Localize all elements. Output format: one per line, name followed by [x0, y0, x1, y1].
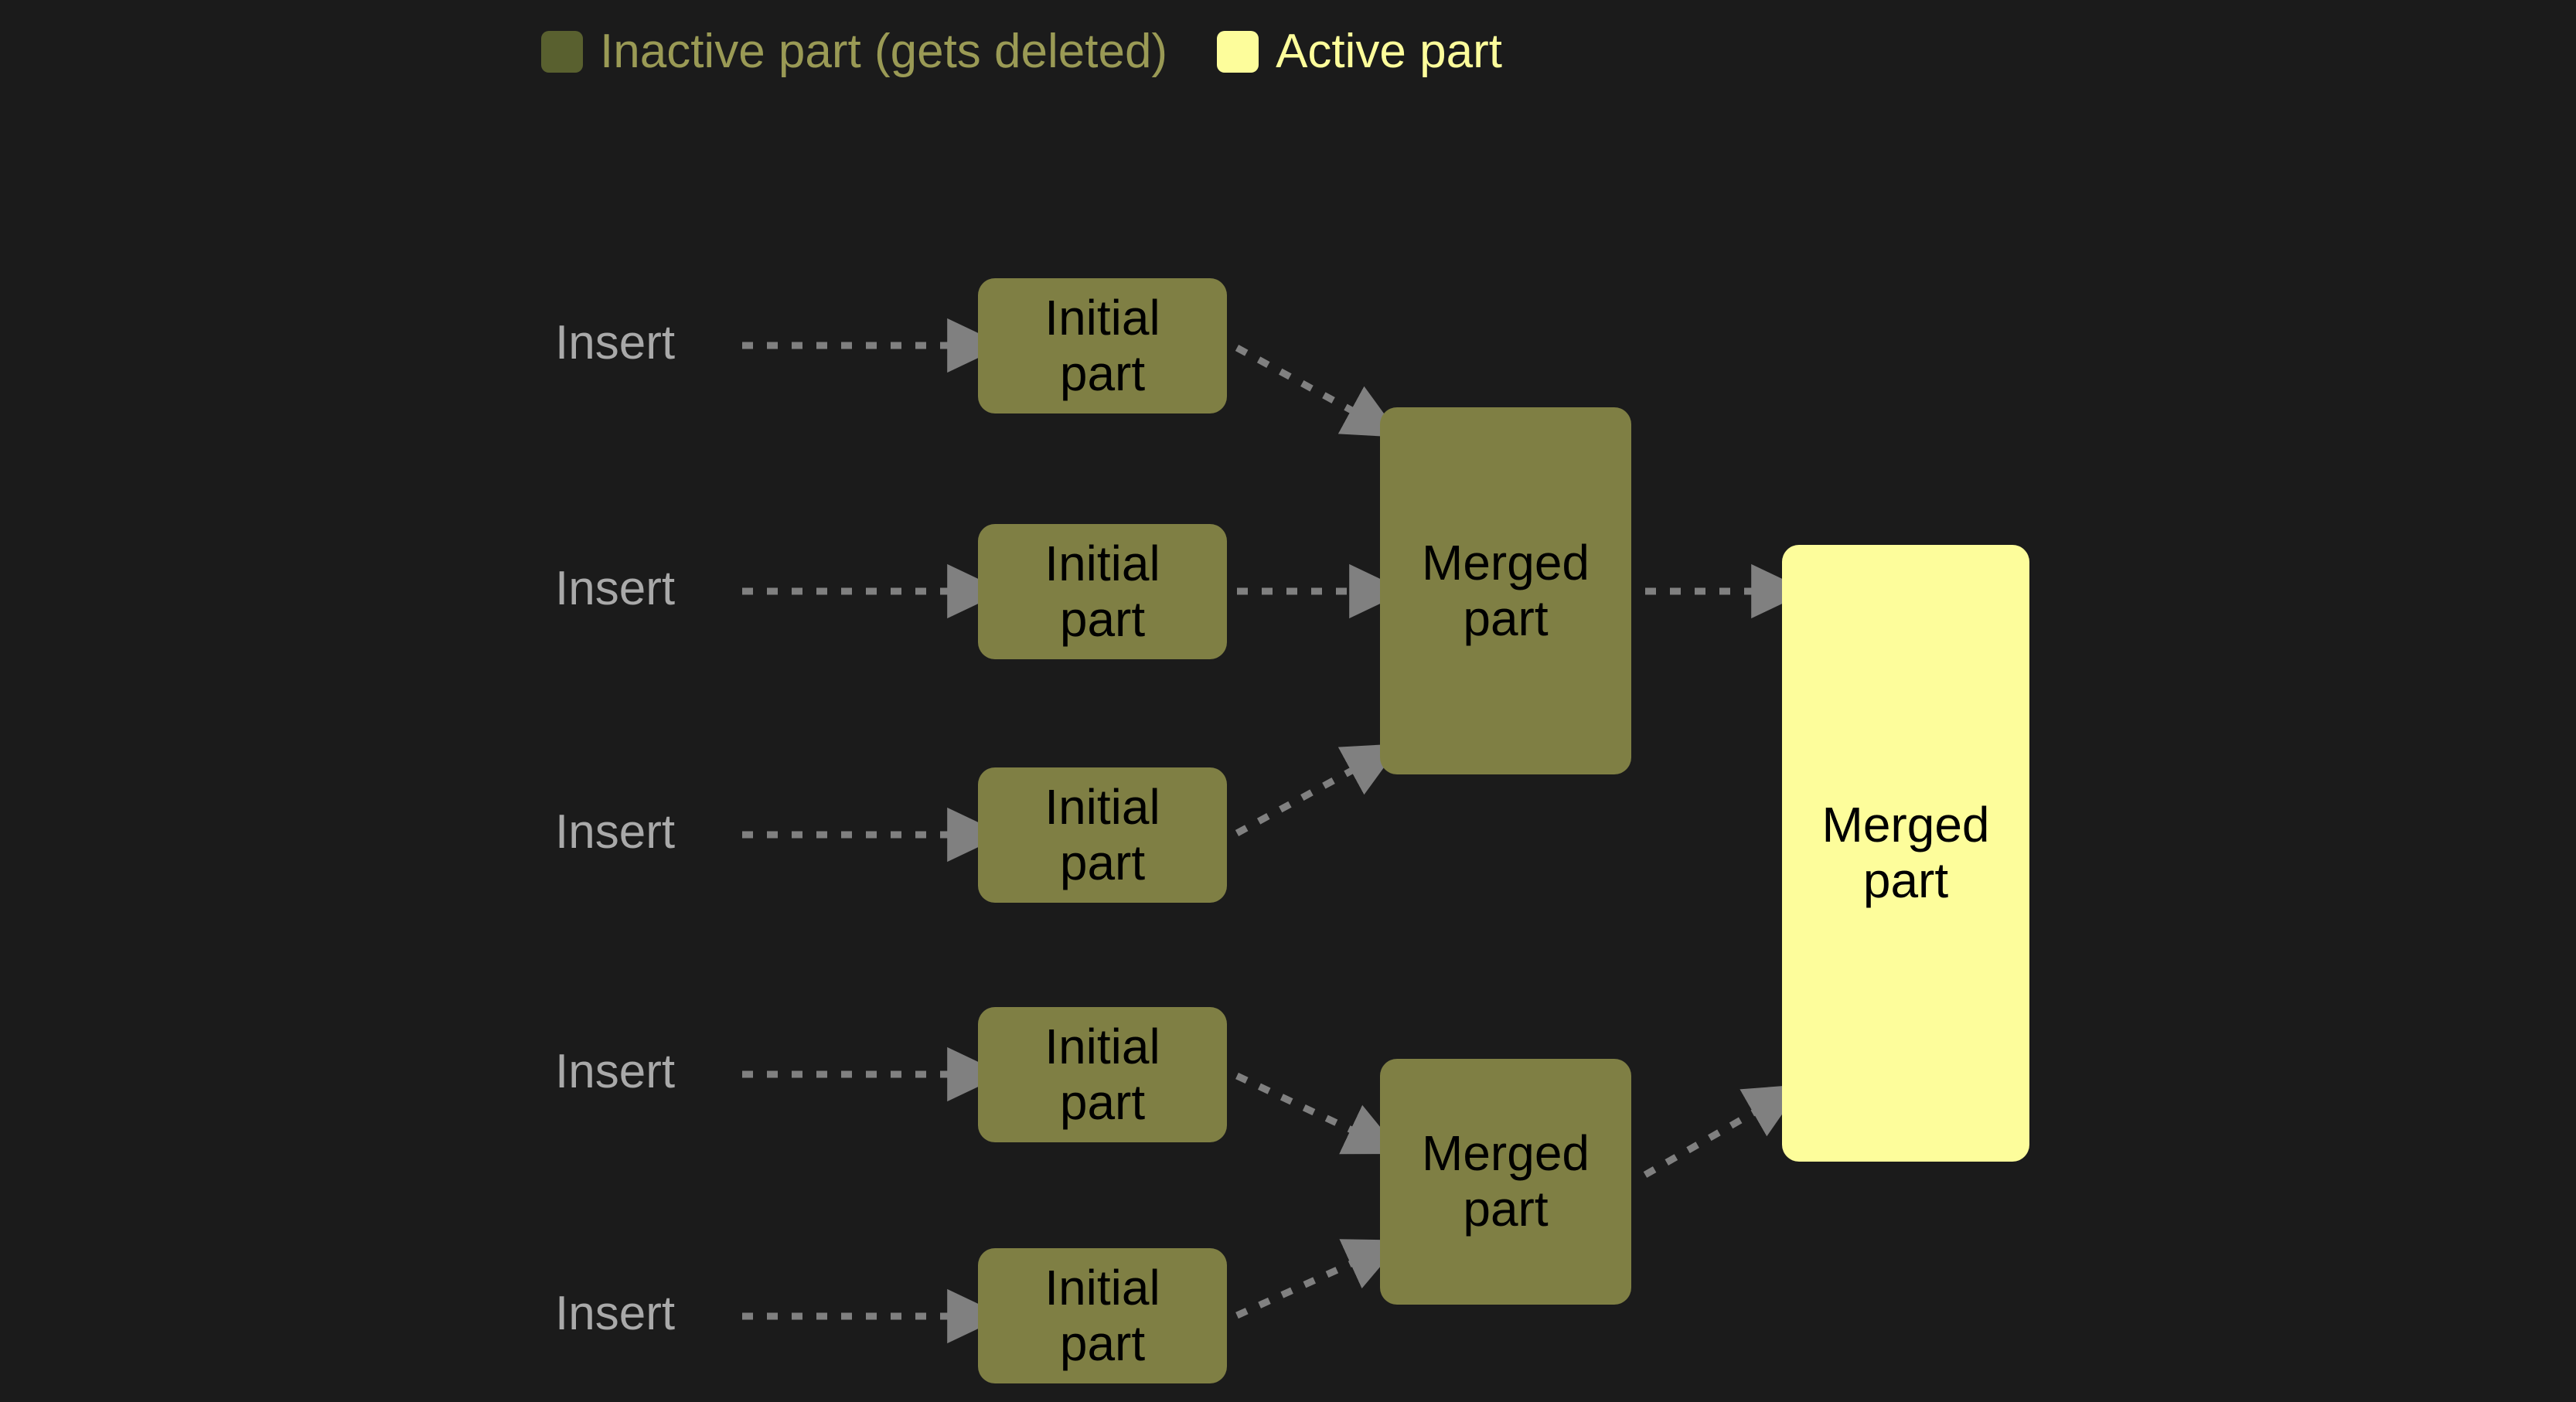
node-initial-part-5[interactable]: Initial part — [978, 1248, 1227, 1383]
node-line-1: Initial — [1044, 1018, 1160, 1074]
arrow-initial3-merged-top — [1235, 744, 1402, 836]
node-initial-part-5-label: Initial part — [1037, 1259, 1167, 1371]
insert-label-5: Insert — [555, 1287, 676, 1340]
node-line-1: Initial — [1044, 1259, 1160, 1315]
node-initial-part-4[interactable]: Initial part — [978, 1007, 1227, 1142]
arrow-initial1-merged-top — [1235, 345, 1402, 437]
insert-label-4: Insert — [555, 1045, 676, 1098]
node-line-2: part — [1059, 345, 1146, 401]
arrow-merged-bottom-final — [1643, 1084, 1803, 1178]
arrow-initial4-merged-bottom — [1235, 1072, 1402, 1155]
node-line-2: part — [1059, 1315, 1146, 1371]
node-line-1: Initial — [1044, 535, 1160, 591]
node-line-2: part — [1059, 1074, 1146, 1130]
active-swatch-icon — [1217, 31, 1259, 73]
inactive-swatch-icon — [541, 31, 583, 73]
legend-item-inactive: Inactive part (gets deleted) — [541, 28, 1167, 76]
node-line-1: Merged — [1422, 534, 1590, 590]
node-initial-part-3[interactable]: Initial part — [978, 767, 1227, 903]
node-merged-part-bottom-label: Merged part — [1414, 1125, 1597, 1237]
node-initial-part-2-label: Initial part — [1037, 536, 1167, 647]
insert-label-2: Insert — [555, 562, 676, 615]
legend-item-active: Active part — [1217, 28, 1502, 76]
node-merged-part-active[interactable]: Merged part — [1782, 545, 2029, 1162]
node-line-1: Merged — [1422, 1125, 1590, 1182]
node-initial-part-3-label: Initial part — [1037, 778, 1167, 890]
node-line-2: part — [1463, 590, 1549, 646]
node-line-1: Initial — [1044, 289, 1160, 345]
node-line-2: part — [1463, 1181, 1549, 1237]
node-merged-part-active-label: Merged part — [1814, 797, 1998, 908]
node-initial-part-2[interactable]: Initial part — [978, 524, 1227, 659]
node-line-2: part — [1059, 834, 1146, 890]
node-merged-part-top-label: Merged part — [1414, 534, 1597, 646]
node-line-1: Merged — [1821, 797, 1990, 853]
legend-label-active: Active part — [1276, 25, 1502, 78]
node-merged-part-top[interactable]: Merged part — [1380, 407, 1631, 774]
node-line-1: Initial — [1044, 778, 1160, 835]
node-line-2: part — [1059, 590, 1146, 647]
legend: Inactive part (gets deleted) Active part — [541, 22, 1502, 82]
insert-label-1: Insert — [555, 316, 676, 369]
legend-label-inactive: Inactive part (gets deleted) — [600, 25, 1168, 78]
node-initial-part-4-label: Initial part — [1037, 1019, 1167, 1130]
node-initial-part-1-label: Initial part — [1037, 289, 1167, 401]
node-initial-part-1[interactable]: Initial part — [978, 278, 1227, 413]
node-line-2: part — [1862, 852, 1949, 908]
insert-label-3: Insert — [555, 805, 676, 859]
node-merged-part-bottom[interactable]: Merged part — [1380, 1059, 1631, 1305]
arrow-initial5-merged-bottom — [1235, 1239, 1403, 1319]
